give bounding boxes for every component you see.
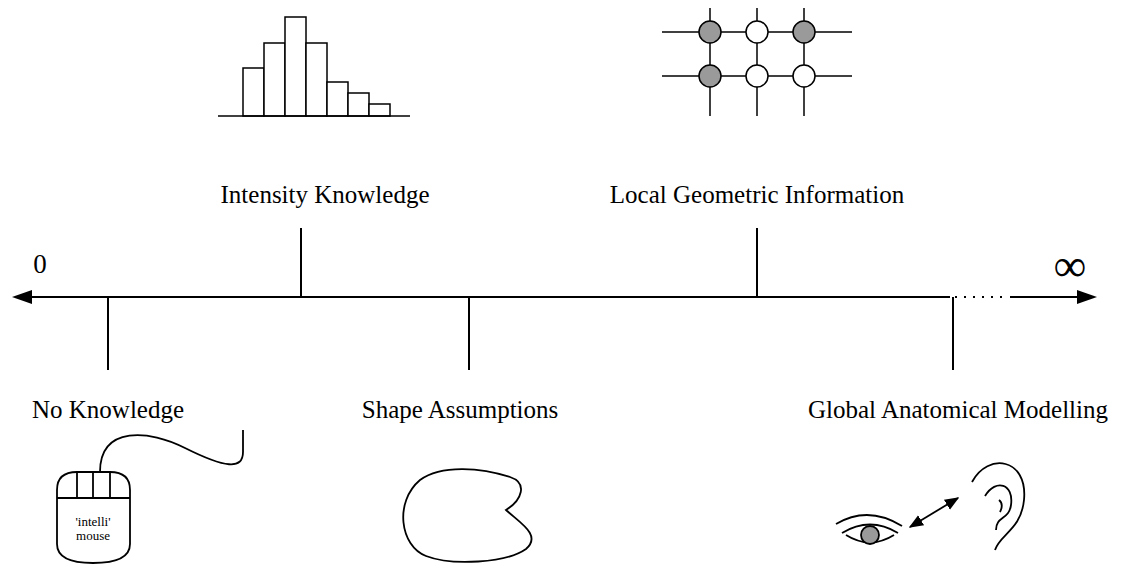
tick bbox=[300, 228, 302, 297]
scale-label: Shape Assumptions bbox=[362, 396, 559, 424]
axis-dots bbox=[955, 296, 1008, 298]
scale-label: Global Anatomical Modelling bbox=[808, 396, 1108, 424]
tick bbox=[952, 297, 954, 370]
axis-end-label: 0 bbox=[33, 250, 47, 280]
axis-line-end bbox=[1010, 296, 1085, 298]
scale-label: Local Geometric Information bbox=[610, 181, 904, 209]
double-arrow bbox=[910, 498, 958, 527]
mouse-icon bbox=[57, 430, 243, 563]
mouse-text: 'intelli' mouse bbox=[62, 515, 124, 544]
shape-blob bbox=[403, 469, 531, 562]
tick bbox=[756, 228, 758, 297]
histogram-icon bbox=[218, 17, 410, 116]
axis-end-label: ∞ bbox=[1054, 241, 1087, 292]
scale-label: Intensity Knowledge bbox=[221, 181, 430, 209]
scale-label: No Knowledge bbox=[32, 396, 184, 424]
tick bbox=[468, 297, 470, 370]
axis-arrow-left bbox=[12, 290, 32, 304]
axis-line bbox=[22, 296, 950, 298]
ear-icon bbox=[972, 463, 1024, 550]
tick bbox=[107, 297, 109, 370]
lattice-icon bbox=[662, 8, 852, 116]
eye-icon bbox=[836, 515, 902, 544]
axis-arrow-right bbox=[1077, 290, 1097, 304]
